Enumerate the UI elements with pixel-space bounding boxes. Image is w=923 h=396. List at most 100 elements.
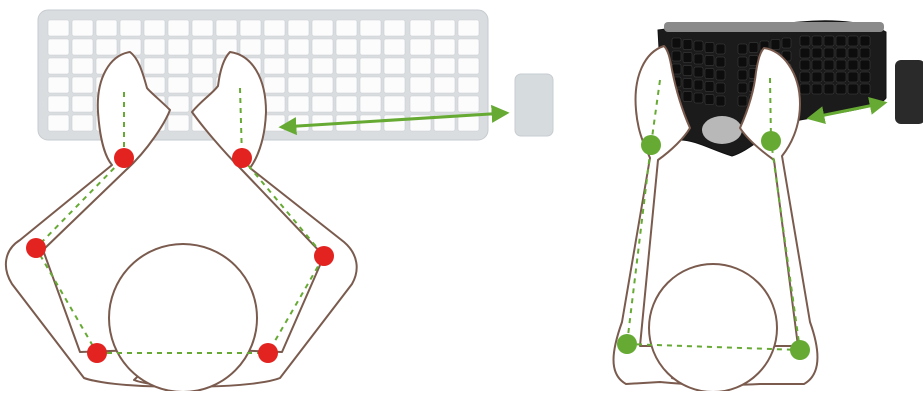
keyboard-key bbox=[384, 58, 405, 74]
numpad-key bbox=[410, 77, 431, 93]
keyboard-key bbox=[336, 39, 357, 55]
ergonomic-key bbox=[738, 44, 747, 54]
keyboard-key bbox=[168, 96, 189, 112]
keyboard-key bbox=[48, 39, 69, 55]
keyboard-key bbox=[264, 20, 285, 36]
ergonomic-key bbox=[716, 83, 725, 93]
joint-wrist-right bbox=[232, 148, 252, 168]
numpad-key bbox=[458, 39, 479, 55]
ergonomic-numpad-key bbox=[812, 84, 822, 94]
keyboard-key bbox=[96, 39, 117, 55]
keyboard-key bbox=[168, 115, 189, 131]
keyboard-key bbox=[48, 58, 69, 74]
ergonomic-key bbox=[716, 70, 725, 80]
ergonomic-key bbox=[738, 57, 747, 67]
ergonomic-key bbox=[705, 69, 714, 79]
keyboard-key bbox=[192, 20, 213, 36]
ergonomic-numpad-key bbox=[836, 60, 846, 70]
numpad-key bbox=[434, 58, 455, 74]
keyboard-key bbox=[360, 39, 381, 55]
ergonomic-numpad-key bbox=[836, 84, 846, 94]
keyboard-key bbox=[72, 58, 93, 74]
keyboard-key bbox=[72, 39, 93, 55]
ergonomic-numpad-key bbox=[812, 72, 822, 82]
joint-shoulder-right-ergo bbox=[790, 340, 810, 360]
ergonomic-numpad-key bbox=[836, 48, 846, 58]
keyboard-key bbox=[264, 96, 285, 112]
ergonomic-numpad-key bbox=[848, 72, 858, 82]
keyboard-key bbox=[384, 39, 405, 55]
keyboard-key bbox=[288, 39, 309, 55]
ergonomic-numpad-key bbox=[824, 72, 834, 82]
ergonomic-key bbox=[749, 43, 758, 53]
numpad-key bbox=[434, 39, 455, 55]
ergonomic-key bbox=[705, 95, 714, 105]
ergonomic-key bbox=[683, 66, 692, 76]
head-right bbox=[649, 264, 777, 391]
keyboard-key bbox=[168, 20, 189, 36]
ergonomic-key bbox=[716, 96, 725, 106]
ergonomic-key bbox=[738, 96, 747, 106]
keyboard-key bbox=[288, 20, 309, 36]
ergonomic-numpad-key bbox=[824, 48, 834, 58]
keyboard-key bbox=[264, 58, 285, 74]
keyboard-key bbox=[144, 39, 165, 55]
keyboard-key bbox=[312, 77, 333, 93]
keyboard-key bbox=[360, 20, 381, 36]
ergonomic-numpad-key bbox=[848, 36, 858, 46]
ergonomic-numpad-key bbox=[848, 60, 858, 70]
ergonomic-key bbox=[738, 83, 747, 93]
numpad-key bbox=[458, 96, 479, 112]
numpad-key bbox=[458, 115, 479, 131]
keyboard-key bbox=[144, 20, 165, 36]
keyboard-key bbox=[384, 77, 405, 93]
keyboard-key bbox=[48, 96, 69, 112]
numpad-key bbox=[434, 20, 455, 36]
ergonomic-numpad-key bbox=[812, 36, 822, 46]
ergonomic-numpad-key bbox=[812, 48, 822, 58]
keyboard-key bbox=[240, 39, 261, 55]
ergonomic-numpad-key bbox=[800, 60, 810, 70]
keyboard-key bbox=[336, 20, 357, 36]
keyboard-key bbox=[192, 39, 213, 55]
ergonomic-numpad-key bbox=[860, 84, 870, 94]
standard-keyboard-posture bbox=[6, 10, 553, 391]
head-left bbox=[109, 244, 257, 391]
ergonomic-key bbox=[683, 40, 692, 50]
keyboard-key bbox=[384, 96, 405, 112]
numpad-key bbox=[410, 96, 431, 112]
ergonomic-key bbox=[771, 40, 780, 50]
ergonomic-numpad-key bbox=[860, 60, 870, 70]
keyboard-key bbox=[48, 115, 69, 131]
keyboard-key bbox=[384, 20, 405, 36]
ergonomic-key bbox=[683, 92, 692, 102]
keyboard-key bbox=[72, 96, 93, 112]
joint-elbow-left bbox=[26, 238, 46, 258]
keyboard-key bbox=[72, 77, 93, 93]
keyboard-key bbox=[336, 58, 357, 74]
joint-wrist-left-ergo bbox=[641, 135, 661, 155]
keyboard-key bbox=[288, 96, 309, 112]
keyboard-key bbox=[240, 20, 261, 36]
keyboard-key bbox=[336, 96, 357, 112]
ergonomic-numpad-key bbox=[836, 72, 846, 82]
joint-shoulder-right bbox=[258, 343, 278, 363]
ergonomic-key bbox=[683, 79, 692, 89]
ergonomic-key bbox=[705, 82, 714, 92]
ergonomic-numpad-key bbox=[860, 48, 870, 58]
ergonomic-key bbox=[694, 67, 703, 77]
ergonomic-key bbox=[705, 43, 714, 53]
ergonomic-palm-rest bbox=[702, 116, 742, 144]
numpad-key bbox=[410, 58, 431, 74]
ergonomic-numpad-key bbox=[836, 36, 846, 46]
ergonomic-key bbox=[738, 70, 747, 80]
keyboard-key bbox=[72, 20, 93, 36]
joint-shoulder-left bbox=[87, 343, 107, 363]
keyboard-key bbox=[192, 58, 213, 74]
ergonomic-numpad-key bbox=[800, 84, 810, 94]
numpad-key bbox=[458, 77, 479, 93]
keyboard-key bbox=[72, 115, 93, 131]
keyboard-key bbox=[168, 39, 189, 55]
keyboard-key bbox=[264, 115, 285, 131]
ergonomic-key bbox=[694, 93, 703, 103]
